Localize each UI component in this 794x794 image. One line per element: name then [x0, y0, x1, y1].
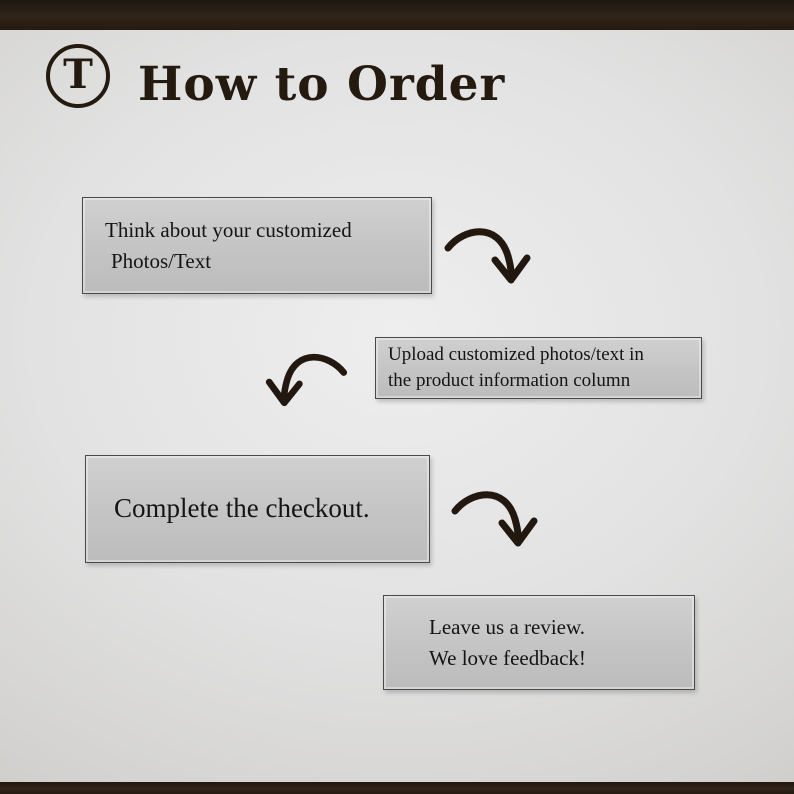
brand-logo-letter: T — [63, 51, 93, 98]
step-4-line-2: We love feedback! — [429, 645, 586, 670]
step-box-3: Complete the checkout. — [85, 455, 430, 563]
curved-arrow-down-left-icon — [256, 348, 356, 433]
bottom-border-bar — [0, 782, 794, 794]
curved-arrow-down-right-icon — [445, 485, 545, 575]
brand-logo: T — [46, 44, 110, 108]
step-3-line-1: Complete the checkout. — [114, 493, 370, 524]
step-2-line-2: the product information column — [388, 370, 631, 391]
step-box-2: Upload customized photos/text in the pro… — [375, 337, 702, 399]
step-4-line-1: Leave us a review. — [429, 615, 586, 640]
step-box-1: Think about your customized Photos/Text — [82, 197, 432, 294]
step-1-line-1: Think about your customized — [105, 218, 352, 243]
page-title: How to Order — [138, 57, 506, 112]
step-1-line-2: Photos/Text — [111, 248, 212, 273]
top-border-bar — [0, 0, 794, 30]
curved-arrow-down-right-icon — [438, 222, 538, 312]
step-box-4: Leave us a review. We love feedback! — [383, 595, 695, 690]
step-2-line-1: Upload customized photos/text in — [388, 344, 644, 366]
